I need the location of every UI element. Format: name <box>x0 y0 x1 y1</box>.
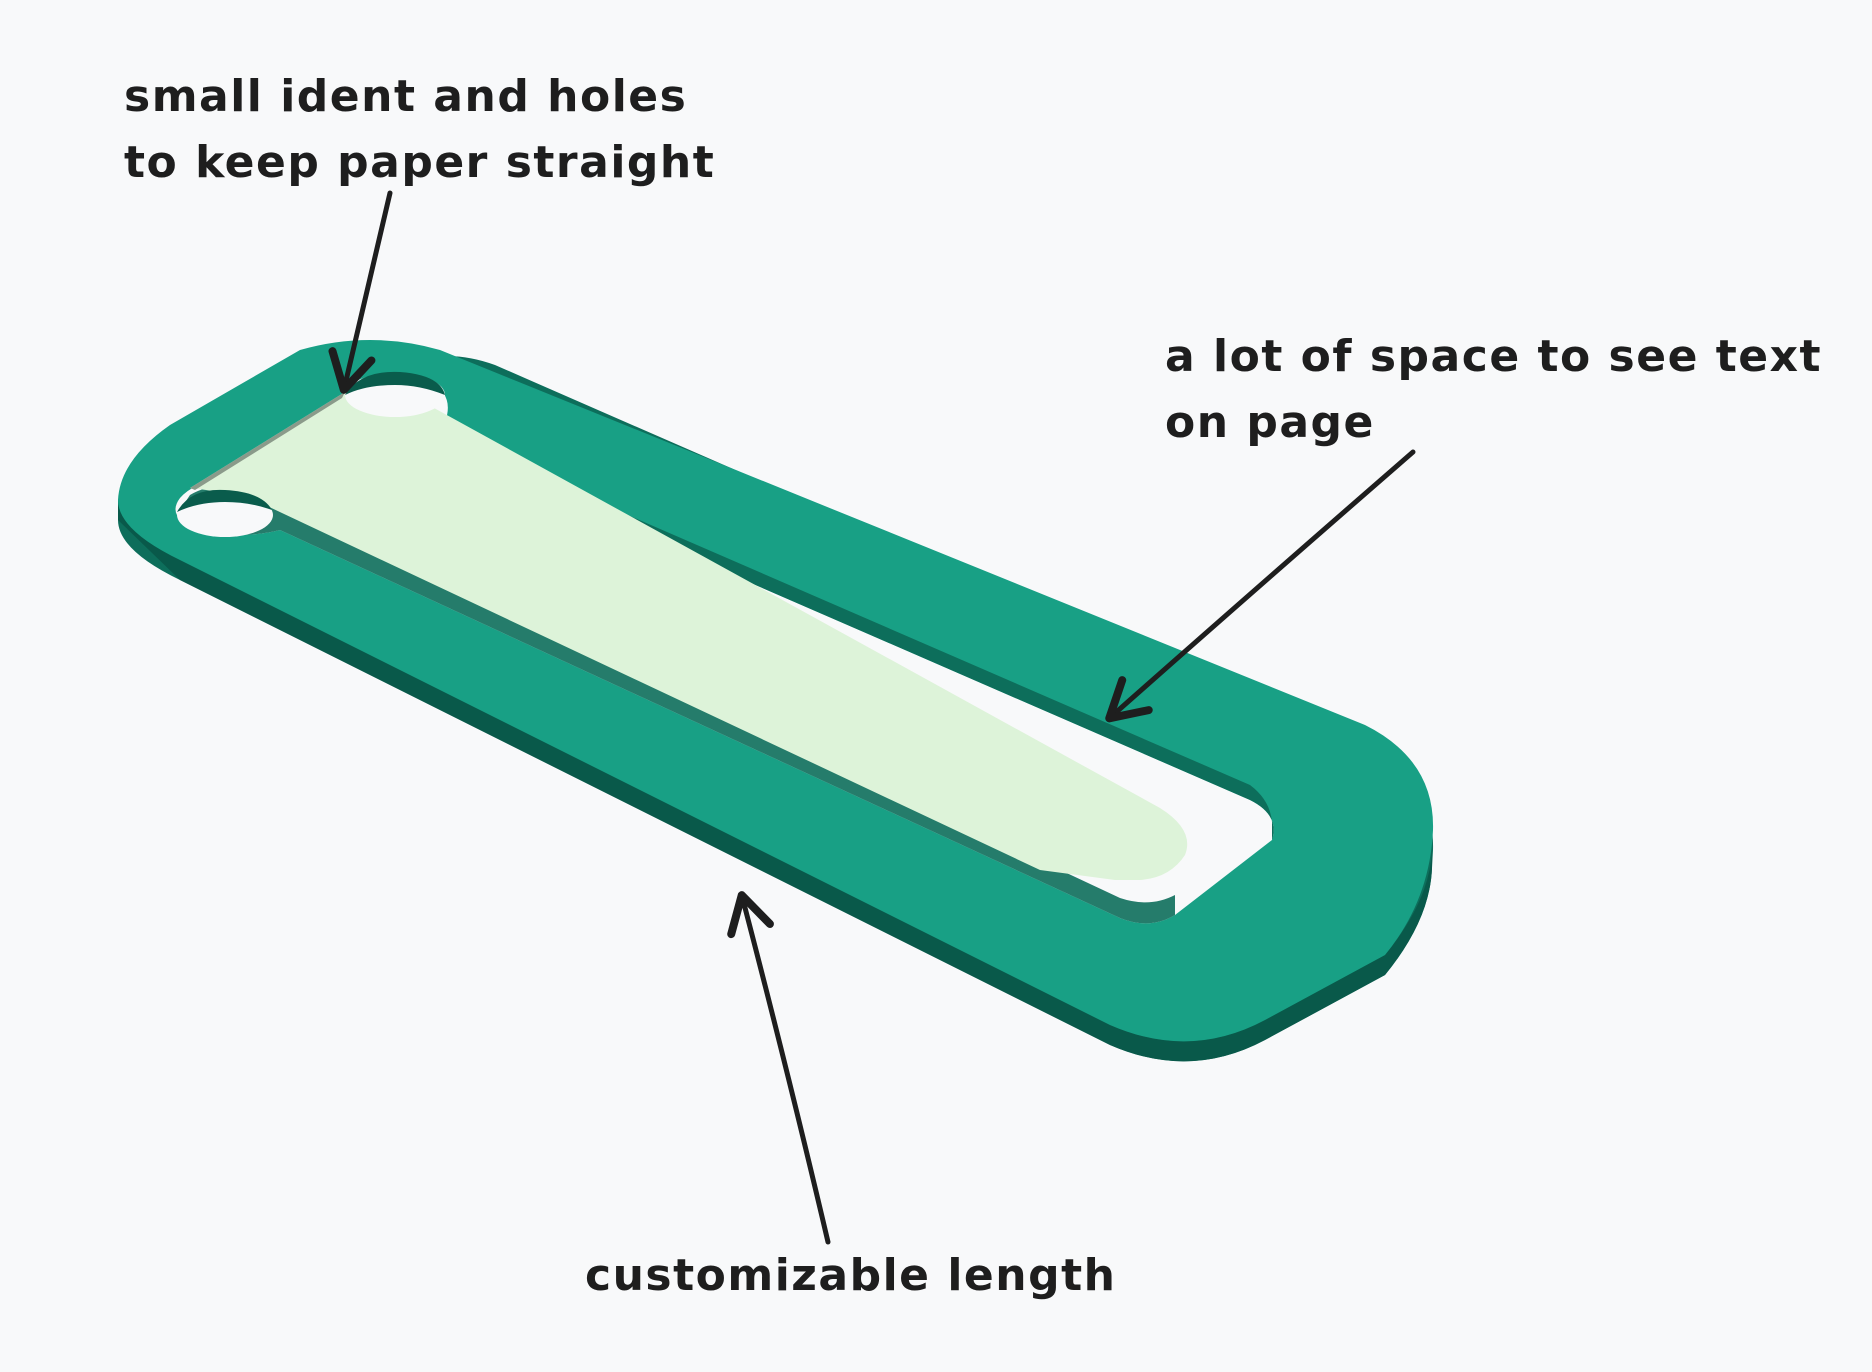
annotation-holes-line1: small ident and holes <box>124 71 688 122</box>
annotation-space-line1: a lot of space to see text <box>1165 331 1823 382</box>
hole-bottom-wall <box>177 489 272 512</box>
frame-side-shadow <box>118 500 1432 1062</box>
arrow-holes <box>328 190 393 394</box>
annotation-length: customizable length <box>585 1243 1116 1309</box>
arrow-length <box>727 891 831 1245</box>
paper-edge <box>190 392 345 490</box>
annotation-length-line1: customizable length <box>585 1250 1117 1301</box>
annotation-holes-line2: to keep paper straight <box>124 137 716 188</box>
window-wall-upper <box>445 422 1274 840</box>
annotation-holes: small ident and holes to keep paper stra… <box>124 64 715 196</box>
annotation-space-line2: on page <box>1165 397 1375 448</box>
annotation-space: a lot of space to see text on page <box>1165 324 1822 456</box>
paper-strip <box>190 383 1188 880</box>
arrow-space <box>1105 449 1416 723</box>
